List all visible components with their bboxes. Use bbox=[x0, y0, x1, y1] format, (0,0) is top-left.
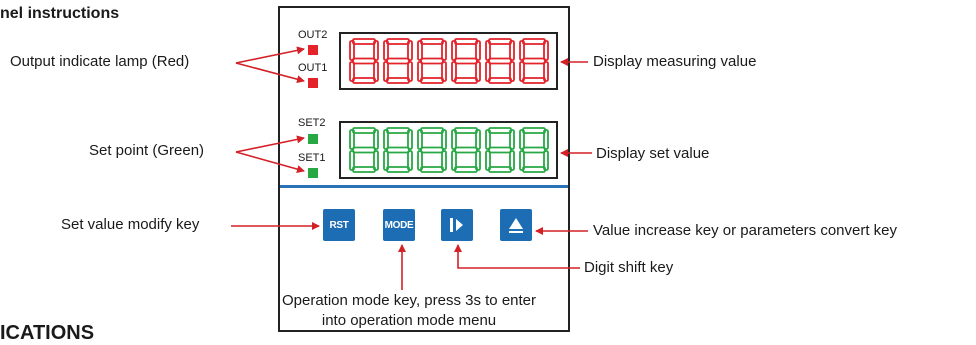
section-heading-instructions: nel instructions bbox=[0, 5, 120, 22]
mode-key-label-line1: Operation mode key, press 3s to enter bbox=[281, 292, 537, 309]
panel-divider bbox=[280, 185, 568, 188]
seven-segment-digit bbox=[484, 38, 515, 84]
seven-segment-digit bbox=[382, 127, 413, 173]
output-lamp-label: Output indicate lamp (Red) bbox=[10, 53, 190, 70]
seven-segment-digit bbox=[348, 127, 379, 173]
value-increase-key-label: Value increase key or parameters convert… bbox=[593, 222, 898, 239]
arrow-to-out2-lamp bbox=[235, 46, 305, 64]
set-point-label: Set point (Green) bbox=[89, 142, 205, 159]
digit-shift-key-label: Digit shift key bbox=[584, 259, 674, 276]
set-modify-key-label: Set value modify key bbox=[61, 216, 200, 233]
seven-segment-digit bbox=[382, 38, 413, 84]
measuring-value-display bbox=[339, 32, 558, 90]
measuring-value-digits bbox=[341, 34, 556, 88]
mode-key-label-line2: into operation mode menu bbox=[321, 312, 497, 329]
display-measuring-label: Display measuring value bbox=[593, 53, 757, 70]
seven-segment-digit bbox=[348, 38, 379, 84]
seven-segment-digit bbox=[450, 38, 481, 84]
out1-lamp bbox=[308, 78, 318, 88]
display-set-label: Display set value bbox=[596, 145, 710, 162]
set1-lamp bbox=[308, 168, 318, 178]
set2-label: SET2 bbox=[298, 117, 326, 129]
rst-key[interactable]: RST bbox=[323, 209, 355, 241]
set-value-display bbox=[339, 121, 558, 179]
arrow-to-set2-lamp bbox=[235, 135, 305, 153]
seven-segment-digit bbox=[416, 127, 447, 173]
digit-shift-key[interactable] bbox=[441, 209, 473, 241]
set2-lamp bbox=[308, 134, 318, 144]
value-increase-key[interactable] bbox=[500, 209, 532, 241]
out1-label: OUT1 bbox=[298, 62, 328, 74]
out2-lamp bbox=[308, 45, 318, 55]
seven-segment-digit bbox=[518, 38, 549, 84]
mode-key[interactable]: MODE bbox=[383, 209, 415, 241]
arrow-to-set1-lamp bbox=[235, 151, 305, 173]
callout-arrows bbox=[231, 46, 592, 290]
out2-label: OUT2 bbox=[298, 29, 328, 41]
mode-key-label: MODE bbox=[384, 219, 414, 231]
seven-segment-digit bbox=[416, 38, 447, 84]
seven-segment-digit bbox=[518, 127, 549, 173]
up-triangle-icon bbox=[509, 218, 523, 233]
arrow-to-shift-key bbox=[454, 244, 580, 269]
rst-key-label: RST bbox=[329, 219, 349, 231]
set1-label: SET1 bbox=[298, 152, 326, 164]
set-value-digits bbox=[341, 123, 556, 177]
arrow-to-out1-lamp bbox=[235, 62, 305, 84]
seven-segment-digit bbox=[484, 127, 515, 173]
seven-segment-digit bbox=[450, 127, 481, 173]
digit-shift-icon bbox=[450, 218, 463, 232]
